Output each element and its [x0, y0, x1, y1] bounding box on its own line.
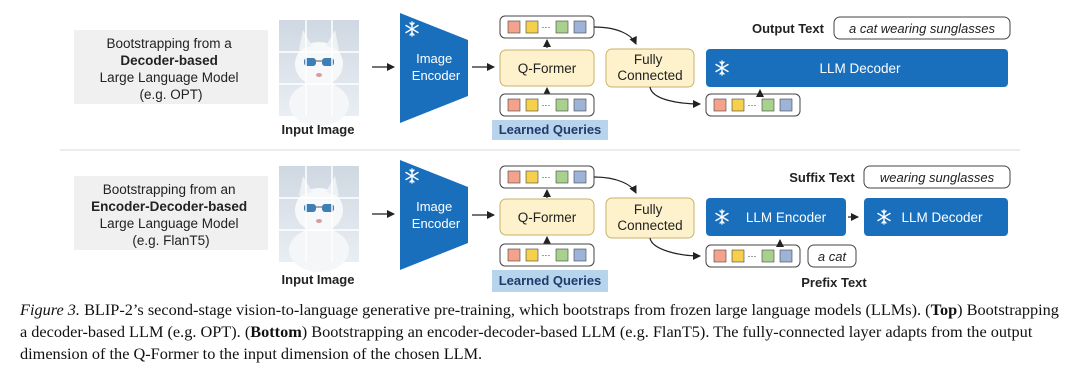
prefix-text-value: a cat — [818, 249, 848, 264]
q-former — [499, 49, 595, 87]
fc-label: Fully — [634, 202, 663, 217]
learned-queries-label: Learned Queries — [499, 273, 602, 288]
bootstrap-line-4: (e.g. FlanT5) — [132, 233, 209, 248]
bootstrap-box — [74, 30, 268, 104]
cat-image — [278, 165, 360, 273]
bootstrap-line-2: Decoder-based — [120, 53, 218, 68]
image-encoder-label-2: Encoder — [412, 216, 461, 231]
output-text-value: a cat wearing sunglasses — [849, 21, 995, 36]
prefix-text-label: Prefix Text — [801, 275, 867, 290]
caption-bottom-tag: Bottom — [250, 322, 302, 341]
image-encoder — [400, 13, 468, 123]
bottom-panel: Bootstrapping from an Encoder-Decoder-ba… — [74, 160, 1011, 292]
svg-text:Fully Connected: Fully Connected — [617, 52, 682, 83]
svg-text:Bootstrapping from a Dec: Bootstrapping from a Decoder-based Large… — [100, 36, 243, 102]
caption-top-tag: Top — [930, 300, 958, 319]
bootstrap-line-4: (e.g. OPT) — [139, 87, 202, 102]
learned-query-tokens: ··· — [499, 243, 595, 267]
q-former-label: Q-Former — [518, 61, 577, 76]
suffix-text-value: wearing sunglasses — [880, 170, 995, 185]
bootstrap-line-1: Bootstrapping from a — [106, 36, 232, 51]
caption-line-1: BLIP-2’s second-stage vision-to-language… — [80, 300, 922, 319]
cat-image — [278, 19, 360, 127]
bootstrap-line-1: Bootstrapping from an — [103, 182, 236, 197]
soft-prompt-tokens: ··· — [705, 93, 801, 117]
fc-label: Fully — [634, 52, 663, 67]
blip2-figure: Bootstrapping from a Decoder-based Large… — [60, 13, 1020, 292]
caption-top-text: Bootstrapping a decoder-based LLM (e.g. … — [20, 300, 1059, 341]
output-query-tokens: ··· — [499, 15, 595, 39]
svg-text:Bootstrapping from an En: Bootstrapping from an Encoder-Decoder-ba… — [91, 182, 251, 248]
svg-text:···: ··· — [542, 250, 551, 260]
q-former — [499, 198, 595, 236]
fc-label-2: Connected — [617, 68, 682, 83]
svg-text:···: ··· — [748, 100, 757, 110]
svg-text:···: ··· — [542, 100, 551, 110]
output-text-label: Output Text — [752, 21, 825, 36]
svg-text:Fully Connected: Fully Connected — [617, 202, 682, 233]
bootstrap-box — [74, 176, 268, 250]
image-encoder-label-2: Encoder — [412, 68, 461, 83]
top-panel: Bootstrapping from a Decoder-based Large… — [74, 13, 1011, 140]
svg-text:Image Encoder: Image Encoder — [412, 199, 461, 231]
output-query-tokens: ··· — [499, 165, 595, 189]
image-encoder-label: Image — [416, 51, 452, 66]
bootstrap-line-2: Encoder-Decoder-based — [91, 199, 247, 214]
llm-encoder — [706, 198, 846, 236]
bootstrap-line-3: Large Language Model — [100, 216, 239, 231]
figure-label: Figure 3. — [20, 300, 80, 319]
q-former-label: Q-Former — [518, 210, 577, 225]
input-image-label: Input Image — [282, 122, 355, 137]
figure-caption: Figure 3. BLIP-2’s second-stage vision-t… — [20, 300, 1059, 363]
image-encoder-label: Image — [416, 199, 452, 214]
llm-decoder-label: LLM Decoder — [819, 61, 901, 76]
learned-query-tokens: ··· — [499, 93, 595, 117]
learned-queries-label: Learned Queries — [499, 122, 602, 137]
svg-text:···: ··· — [748, 251, 757, 261]
caption-bottom-text: ) Bootstrapping an encoder-decoder-based… — [20, 322, 1033, 363]
input-image-label: Input Image — [282, 272, 355, 287]
llm-decoder — [864, 198, 1008, 236]
bootstrap-line-3: Large Language Model — [100, 70, 239, 85]
llm-decoder-label: LLM Decoder — [901, 210, 983, 225]
soft-prompt-tokens: ··· — [705, 244, 801, 268]
image-encoder — [400, 160, 468, 270]
svg-text:Image Encoder: Image Encoder — [412, 51, 461, 83]
fc-label-2: Connected — [617, 218, 682, 233]
llm-decoder — [706, 49, 1008, 87]
svg-text:···: ··· — [542, 22, 551, 32]
llm-encoder-label: LLM Encoder — [746, 210, 827, 225]
suffix-text-label: Suffix Text — [789, 170, 855, 185]
svg-text:···: ··· — [542, 172, 551, 182]
